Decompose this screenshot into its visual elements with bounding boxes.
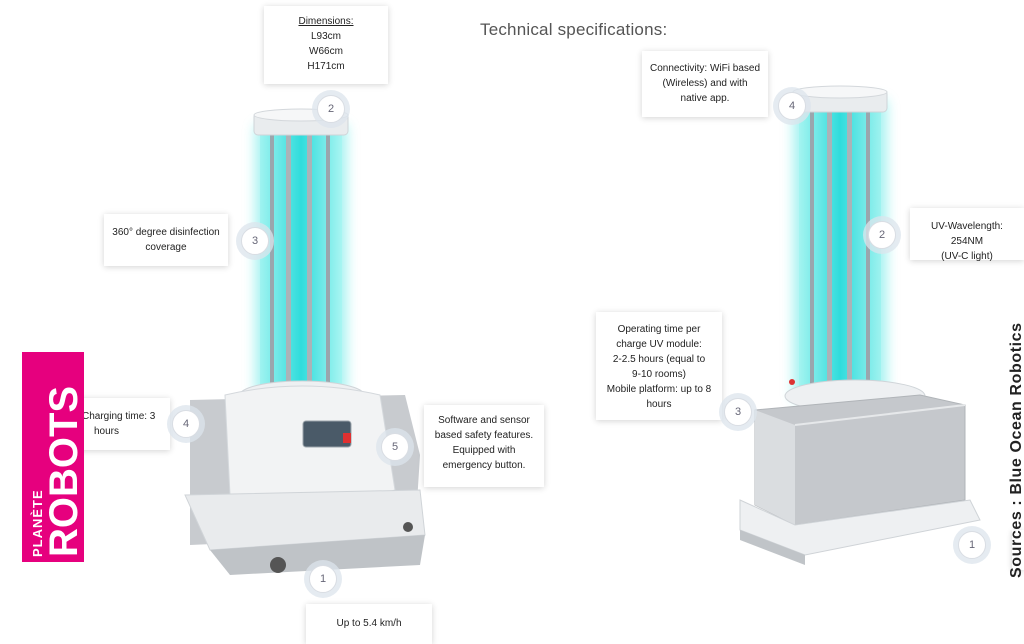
charging-line: Charging time: 3 bbox=[82, 411, 156, 422]
coverage-line: coverage bbox=[145, 242, 187, 253]
callout-dimensions: Dimensions: L93cm W66cm H171cm bbox=[264, 6, 388, 84]
callout-operating-time: Operating time per charge UV module: 2-2… bbox=[596, 312, 722, 420]
callout-number-badge[interactable]: 4 bbox=[172, 410, 200, 438]
callout-wavelength: UV-Wavelength: 254NM (UV-C light) bbox=[910, 208, 1024, 262]
safety-line: Equipped with bbox=[452, 445, 516, 456]
connectivity-line: native app. bbox=[680, 93, 730, 104]
speed-line: Up to 5.4 km/h bbox=[336, 618, 402, 629]
safety-line: based safety features. bbox=[434, 430, 534, 441]
callout-connectivity: Connectivity: WiFi based (Wireless) and … bbox=[642, 51, 768, 117]
planete-robots-logo-text: PLANÈTE ROBOTS bbox=[30, 385, 86, 557]
connectivity-line: Connectivity: WiFi based bbox=[649, 63, 761, 74]
dimensions-height: H171cm bbox=[307, 61, 345, 72]
callout-number-badge[interactable]: 5 bbox=[381, 433, 409, 461]
callout-number-badge[interactable]: 2 bbox=[868, 221, 896, 249]
operating-line: 9-10 rooms) bbox=[632, 369, 686, 380]
callout-number-badge[interactable]: 3 bbox=[724, 398, 752, 426]
wavelength-line: UV-Wavelength: 254NM bbox=[931, 221, 1003, 247]
right-uv-robot-image bbox=[739, 85, 981, 565]
left-uv-robot-image bbox=[184, 108, 426, 575]
callout-safety: Software and sensor based safety feature… bbox=[424, 405, 544, 487]
dimensions-width: W66cm bbox=[309, 46, 343, 57]
operating-line: Operating time per bbox=[617, 324, 701, 335]
callout-coverage: 360° degree disinfection coverage bbox=[104, 214, 228, 266]
callout-number-badge[interactable]: 3 bbox=[241, 227, 269, 255]
dimensions-length: L93cm bbox=[310, 31, 341, 42]
callout-number-badge[interactable]: 4 bbox=[778, 92, 806, 120]
logo-line-2: ROBOTS bbox=[42, 385, 86, 557]
connectivity-line: (Wireless) and with bbox=[662, 78, 748, 89]
source-credit: Sources : Blue Ocean Robotics bbox=[1008, 322, 1024, 578]
callout-number-badge[interactable]: 1 bbox=[958, 531, 986, 559]
callout-charging: Charging time: 3 hours bbox=[76, 398, 170, 450]
operating-line: hours bbox=[646, 399, 672, 410]
planete-robots-logo bbox=[22, 352, 84, 562]
wavelength-line: (UV-C light) bbox=[941, 251, 993, 262]
operating-line: charge UV module: bbox=[616, 339, 702, 350]
charging-line: hours bbox=[94, 426, 120, 437]
callout-number-badge[interactable]: 2 bbox=[317, 95, 345, 123]
safety-line: Software and sensor bbox=[438, 415, 530, 426]
page-title: Technical specifications: bbox=[480, 20, 668, 39]
safety-line: emergency button. bbox=[442, 460, 526, 471]
operating-line: 2-2.5 hours (equal to bbox=[612, 354, 706, 365]
dimensions-heading: Dimensions: bbox=[298, 16, 354, 27]
callout-speed: Up to 5.4 km/h bbox=[306, 604, 432, 644]
operating-line: Mobile platform: up to 8 bbox=[606, 384, 712, 395]
callout-number-badge[interactable]: 1 bbox=[309, 565, 337, 593]
coverage-line: 360° degree disinfection bbox=[112, 227, 220, 238]
callout-partial bbox=[1012, 530, 1024, 570]
